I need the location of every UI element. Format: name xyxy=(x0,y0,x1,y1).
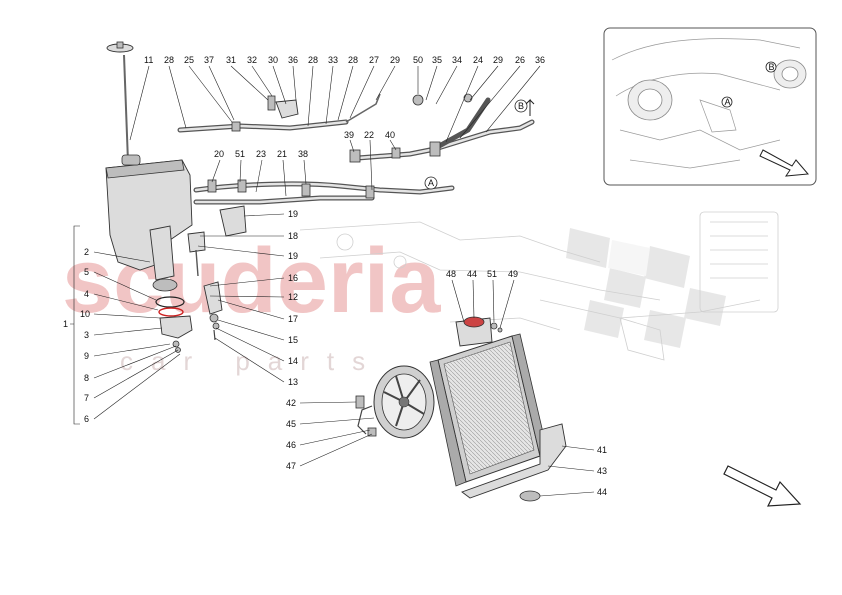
callout-19: 19 xyxy=(288,209,298,219)
callout-30: 30 xyxy=(268,55,278,65)
callout-6: 6 xyxy=(84,414,89,424)
callout-25: 25 xyxy=(184,55,194,65)
callout-2: 2 xyxy=(84,247,89,257)
callout-8: 8 xyxy=(84,373,89,383)
inset-marker-b: B xyxy=(769,62,775,72)
callout-13: 13 xyxy=(288,377,298,387)
inset-marker-a: A xyxy=(725,97,731,107)
marker-b: B xyxy=(518,101,524,111)
callout-50: 50 xyxy=(413,55,423,65)
callout-39: 39 xyxy=(344,130,354,140)
callout-34: 34 xyxy=(452,55,462,65)
callouts-radiator-top: 48 44 51 49 xyxy=(446,269,518,279)
callout-41: 41 xyxy=(597,445,607,455)
leader-lines xyxy=(70,65,595,497)
callouts-mid: 39 22 40 20 51 23 21 38 xyxy=(214,130,395,159)
cooling-fan xyxy=(355,365,435,439)
callout-35: 35 xyxy=(432,55,442,65)
callout-22: 22 xyxy=(364,130,374,140)
callout-19b: 19 xyxy=(288,251,298,261)
callout-44: 44 xyxy=(467,269,477,279)
callout-29b: 29 xyxy=(493,55,503,65)
inset-detail-box: A B xyxy=(603,27,817,186)
callouts-tank-right: 19 18 19 16 12 17 15 14 13 xyxy=(288,209,298,387)
callout-28c: 28 xyxy=(348,55,358,65)
callout-48: 48 xyxy=(446,269,456,279)
marker-a: A xyxy=(428,178,434,188)
callout-7: 7 xyxy=(84,393,89,403)
coolant-hoses: A B xyxy=(177,93,535,205)
callout-37: 37 xyxy=(204,55,214,65)
callout-32: 32 xyxy=(247,55,257,65)
callout-17: 17 xyxy=(288,314,298,324)
callout-18: 18 xyxy=(288,231,298,241)
watermark-sub: car parts xyxy=(120,346,383,376)
callout-44b: 44 xyxy=(597,487,607,497)
callout-36: 36 xyxy=(288,55,298,65)
direction-arrow xyxy=(723,465,802,507)
callout-21: 21 xyxy=(277,149,287,159)
callout-38: 38 xyxy=(298,149,308,159)
callout-49: 49 xyxy=(508,269,518,279)
callout-23: 23 xyxy=(256,149,266,159)
callout-9: 9 xyxy=(84,351,89,361)
callout-27: 27 xyxy=(369,55,379,65)
callout-10: 10 xyxy=(80,309,90,319)
callout-42: 42 xyxy=(286,398,296,408)
callout-12: 12 xyxy=(288,292,298,302)
callout-3: 3 xyxy=(84,330,89,340)
callout-46: 46 xyxy=(286,440,296,450)
callout-47: 47 xyxy=(286,461,296,471)
callout-11: 11 xyxy=(144,55,153,65)
callout-51: 51 xyxy=(235,149,245,159)
callout-28b: 28 xyxy=(308,55,318,65)
expansion-tank xyxy=(105,41,247,353)
callouts-radiator-right: 41 43 44 xyxy=(597,445,607,497)
callouts-fan: 42 45 46 47 xyxy=(286,398,296,471)
callout-51b: 51 xyxy=(487,269,497,279)
callout-24: 24 xyxy=(473,55,483,65)
callout-28: 28 xyxy=(164,55,174,65)
callout-29: 29 xyxy=(390,55,400,65)
callout-15: 15 xyxy=(288,335,298,345)
callouts-left: 1 2 5 4 10 3 9 8 7 6 xyxy=(63,247,90,424)
callout-14: 14 xyxy=(288,356,298,366)
callout-36b: 36 xyxy=(535,55,545,65)
ghost-engine-sketch xyxy=(299,211,779,361)
callouts-top: 11 28 25 37 31 32 30 36 28 33 28 27 29 5… xyxy=(144,55,545,65)
callout-16: 16 xyxy=(288,273,298,283)
callout-26: 26 xyxy=(515,55,525,65)
callout-31: 31 xyxy=(226,55,236,65)
callout-45: 45 xyxy=(286,419,296,429)
group-label: 1 xyxy=(63,319,68,329)
checkered-flag-watermark xyxy=(566,228,726,348)
radiator xyxy=(429,316,567,502)
callout-43: 43 xyxy=(597,466,607,476)
callout-4: 4 xyxy=(84,289,89,299)
callout-40: 40 xyxy=(385,130,395,140)
callout-20: 20 xyxy=(214,149,224,159)
callout-33: 33 xyxy=(328,55,338,65)
callout-5: 5 xyxy=(84,267,89,277)
